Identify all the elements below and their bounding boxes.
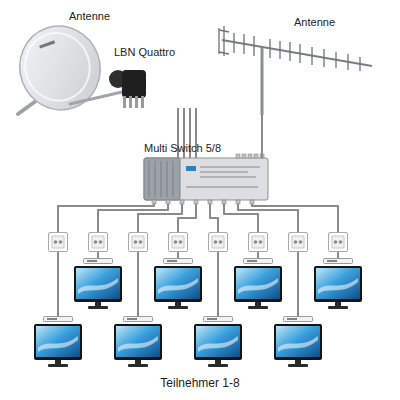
terrestrial-antenna: Antenne xyxy=(215,12,385,115)
node-label: Antenne xyxy=(215,16,335,29)
coax-cable xyxy=(261,115,263,158)
lnb: LBN Quattro xyxy=(112,46,202,108)
node-label: LBN Quattro xyxy=(114,46,202,59)
dish-antenna: Antenne xyxy=(14,10,110,110)
multiswitch: Multi Switch 5/8 xyxy=(144,158,268,200)
node-label: Antenne xyxy=(14,10,110,23)
node-label: Multi Switch 5/8 xyxy=(144,142,221,155)
caption-label: Teilnehmer 1-8 xyxy=(0,376,400,390)
